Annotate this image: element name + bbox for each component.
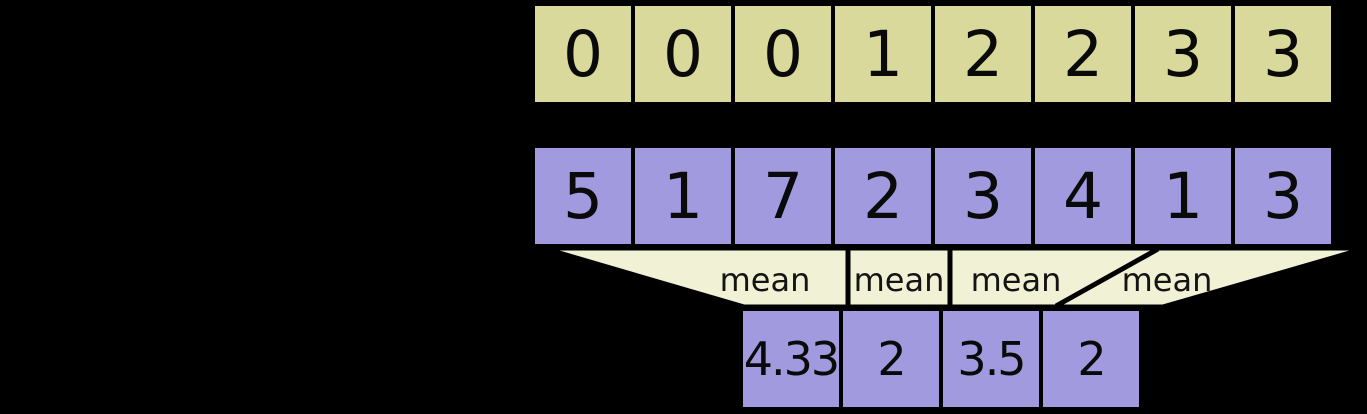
funnel-divider-diagonal	[1054, 246, 1160, 309]
segment-id-cell: 0	[531, 2, 635, 106]
segment-id-cell: 3	[1131, 2, 1235, 106]
segment-id-cell: 0	[631, 2, 735, 106]
segment-id-cell: 3	[1231, 2, 1335, 106]
funnel-band-shape	[548, 247, 1361, 308]
data-cell: 7	[731, 144, 835, 248]
segment-id-cell: 2	[1031, 2, 1135, 106]
segment-id-cell: 2	[931, 2, 1035, 106]
mean-label: mean	[720, 261, 811, 299]
segment-id-cell: 0	[731, 2, 835, 106]
mean-label: mean	[971, 261, 1062, 299]
data-cell: 3	[931, 144, 1035, 248]
mean-label: mean	[854, 261, 945, 299]
output-cell: 4.33	[739, 307, 843, 411]
segment-id-cell: 1	[831, 2, 935, 106]
data-cell: 1	[631, 144, 735, 248]
data-cell: 3	[1231, 144, 1335, 248]
mean-label: mean	[1122, 261, 1213, 299]
data-cell: 5	[531, 144, 635, 248]
output-cell: 3.5	[939, 307, 1043, 411]
data-cell: 4	[1031, 144, 1135, 248]
output-cell: 2	[839, 307, 943, 411]
output-cell: 2	[1039, 307, 1143, 411]
data-cell: 1	[1131, 144, 1235, 248]
data-cell: 2	[831, 144, 935, 248]
